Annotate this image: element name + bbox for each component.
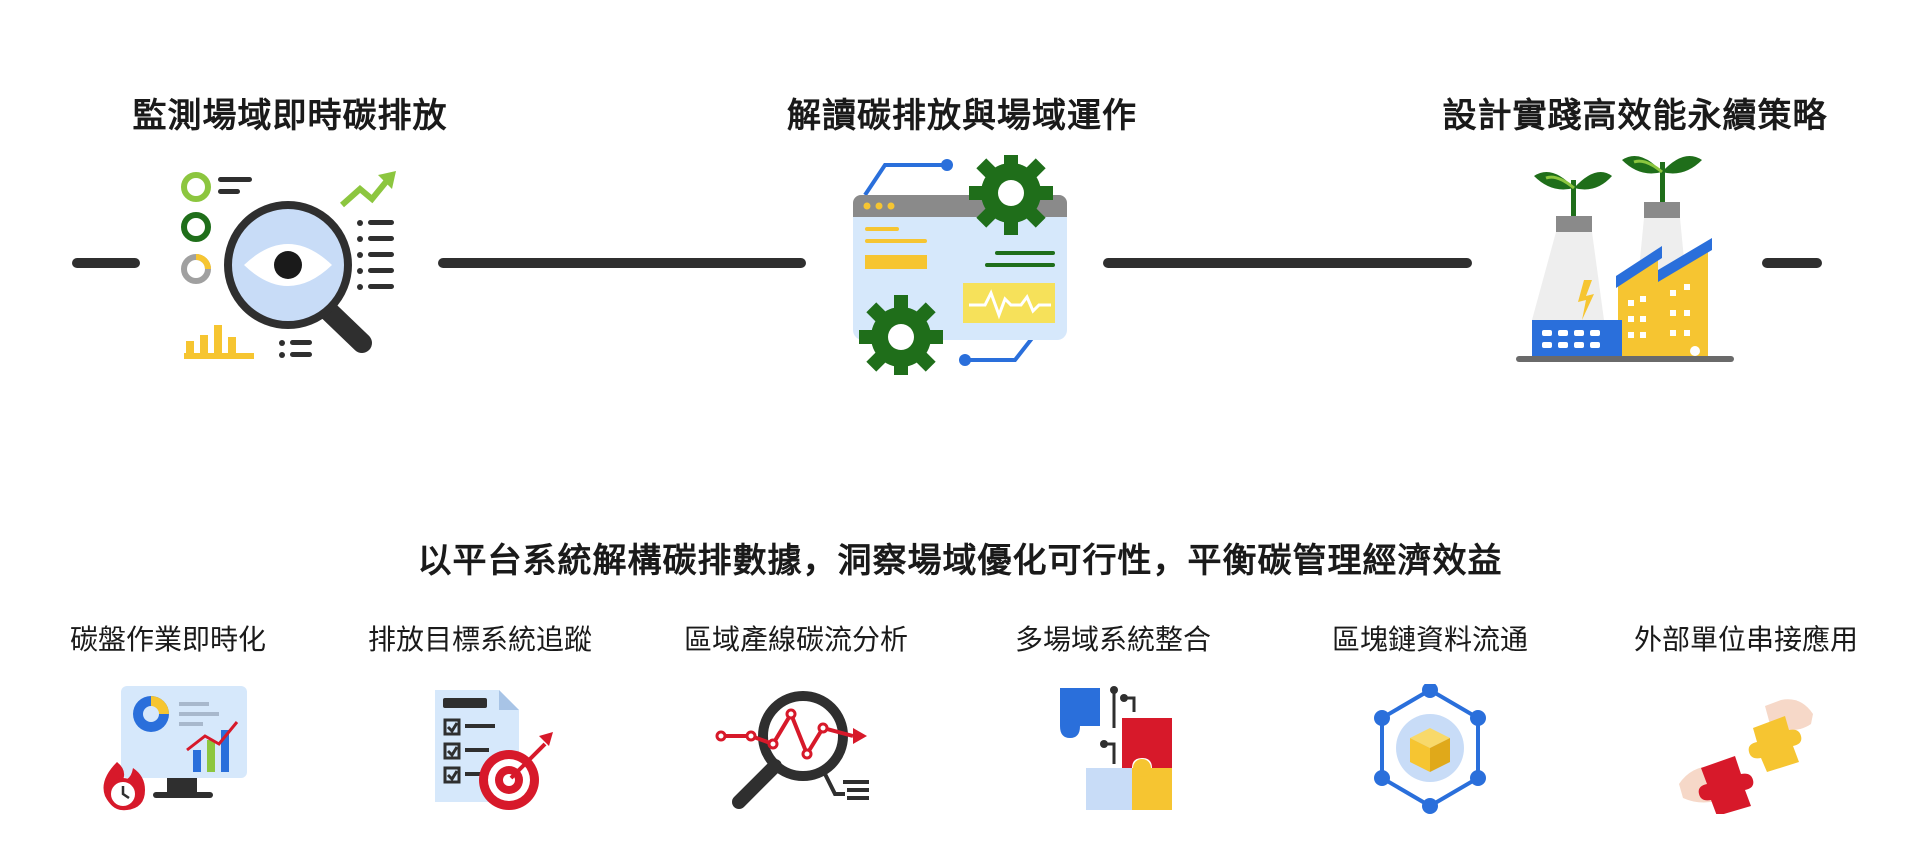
feature-multi-site-integration: 多場域系統整合 [973, 618, 1253, 814]
blockchain-cube-icon [1374, 684, 1486, 814]
handshake-puzzle-icon [1679, 699, 1813, 814]
checklist-target-icon [435, 690, 553, 810]
feature-label: 碳盤作業即時化 [69, 623, 266, 656]
step-title-strategy: 設計實踐高效能永續策略 [1442, 96, 1828, 136]
feature-label: 區域產線碳流分析 [683, 623, 908, 656]
realtime-monitor-icon [103, 686, 247, 811]
feature-label: 區塊鏈資料流通 [1331, 623, 1528, 656]
monitor-magnifier-eye-icon [181, 171, 396, 359]
puzzle-integration-icon [1060, 686, 1172, 810]
feature-label: 排放目標系統追蹤 [367, 623, 592, 656]
feature-emission-tracking: 排放目標系統追蹤 [340, 618, 620, 814]
analysis-magnifier-icon [715, 691, 869, 809]
feature-external-integration: 外部單位串接應用 [1606, 618, 1886, 814]
feature-label: 多場域系統整合 [1014, 623, 1211, 656]
feature-label: 外部單位串接應用 [1633, 623, 1858, 656]
timeline-line-right-stub [1762, 258, 1822, 268]
step-title-interpret: 解讀碳排放與場域運作 [787, 96, 1137, 136]
dashboard-gears-icon [853, 155, 1067, 375]
timeline-line-left-stub [72, 258, 140, 268]
timeline-line-1 [438, 258, 806, 268]
feature-carbon-flow-analysis: 區域產線碳流分析 [656, 618, 936, 814]
platform-subtitle: 以平台系統解構碳排數據，洞察場域優化可行性，平衡碳管理經濟效益 [417, 541, 1503, 581]
timeline-line-2 [1103, 258, 1472, 268]
green-factory-icon [1516, 156, 1734, 362]
feature-realtime-carbon: 碳盤作業即時化 [28, 618, 308, 814]
step-title-monitor: 監測場域即時碳排放 [132, 96, 448, 136]
feature-blockchain-data: 區塊鏈資料流通 [1290, 618, 1570, 814]
